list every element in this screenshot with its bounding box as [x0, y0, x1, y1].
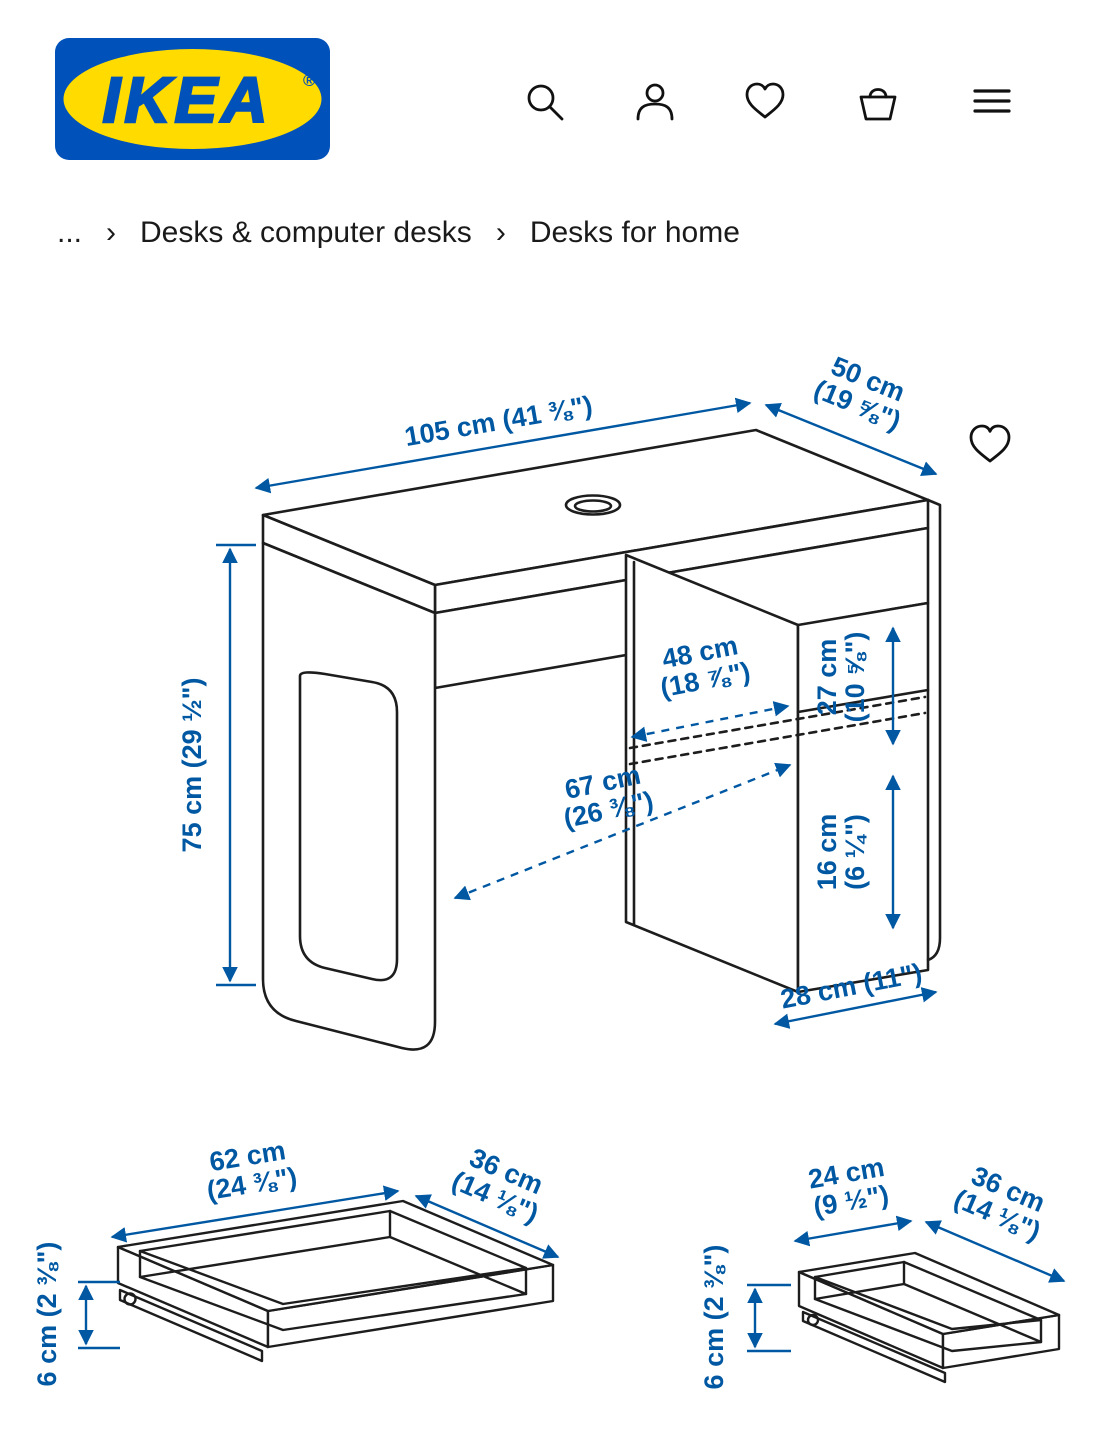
small-drawer-drawing	[797, 1251, 1061, 1384]
menu-button[interactable]	[970, 80, 1014, 124]
favorites-button[interactable]	[743, 80, 787, 124]
basket-icon	[859, 88, 897, 121]
search-button[interactable]	[523, 80, 567, 124]
large-drawer-rail-wheel	[123, 1292, 137, 1306]
arrow-cabinet-width	[773, 987, 938, 1029]
arrow-knee-depth	[453, 762, 792, 901]
account-icon	[636, 83, 674, 121]
drawer-measurement-diagrams: 62 cm (24 ⅜") 36 cm (14 ⅛") 6 cm (2 ⅜") …	[32, 1135, 1066, 1390]
cable-grommet-outer	[564, 494, 622, 516]
breadcrumb-separator: ›	[495, 216, 506, 249]
heart-icon	[969, 424, 1011, 463]
desk-width-label: 105 cm (41 ⅜")	[402, 390, 594, 452]
right-end-frame	[926, 498, 942, 962]
small-drawer-rail	[801, 1310, 947, 1384]
basket-button[interactable]	[856, 80, 900, 124]
arrow-small-drawer-depth	[924, 1220, 1066, 1283]
favorite-button[interactable]	[969, 424, 1011, 463]
left-leg-frame	[261, 541, 437, 1051]
dimension-arrows	[216, 397, 938, 1029]
small-drawer-rail-wheel	[806, 1313, 820, 1327]
ikea-logo[interactable]: IKEA ®	[55, 38, 330, 160]
logo-ellipse	[63, 49, 322, 149]
arrow-large-drawer-depth	[414, 1194, 560, 1259]
account-button[interactable]	[633, 80, 677, 124]
logo-wordmark: IKEA	[103, 64, 272, 136]
breadcrumb-item-desks-computer-desks[interactable]: Desks & computer desks	[140, 216, 472, 249]
arrow-small-drawer-width	[793, 1215, 913, 1247]
upper-compartment-label-line1: 27 cm	[812, 639, 842, 716]
desk-measurement-diagram: 105 cm (41 ⅜") 50 cm (19 ⅝") 75 cm (29 ½…	[177, 351, 1011, 1051]
arrow-desk-depth	[764, 403, 938, 476]
menu-icon	[973, 89, 1011, 113]
desk-height-label: 75 cm (29 ½")	[177, 678, 207, 853]
large-drawer-front-face	[266, 1263, 555, 1349]
breadcrumb-separator: ›	[106, 216, 117, 249]
cable-grommet-inner	[573, 499, 613, 513]
lower-compartment-label-line2: (6 ¼")	[840, 814, 870, 890]
large-drawer-height-label: 6 cm (2 ⅜")	[32, 1242, 62, 1387]
arrow-inner-width	[630, 701, 790, 742]
breadcrumb: ... › Desks & computer desks › Desks for…	[57, 216, 740, 250]
desk-drawing	[261, 428, 942, 1051]
arrow-large-drawer-width	[110, 1185, 400, 1243]
drawer-dimension-arrows	[78, 1185, 1066, 1353]
cabinet-left-panel	[624, 553, 800, 994]
upper-compartment-label-line2: (10 ⅝")	[840, 632, 870, 723]
logo-reg-mark: ®	[303, 71, 316, 90]
breadcrumb-item-desks-for-home[interactable]: Desks for home	[529, 216, 740, 249]
search-icon	[527, 84, 564, 121]
lower-compartment-label-line1: 16 cm	[812, 814, 842, 891]
cabinet-drawer-seam	[796, 688, 930, 714]
small-drawer-height-label: 6 cm (2 ⅜")	[699, 1245, 729, 1390]
arrow-desk-width	[254, 397, 752, 494]
favorites-heart-icon	[745, 82, 785, 119]
large-drawer-rail	[118, 1288, 264, 1363]
breadcrumb-collapsed[interactable]: ...	[57, 216, 83, 249]
